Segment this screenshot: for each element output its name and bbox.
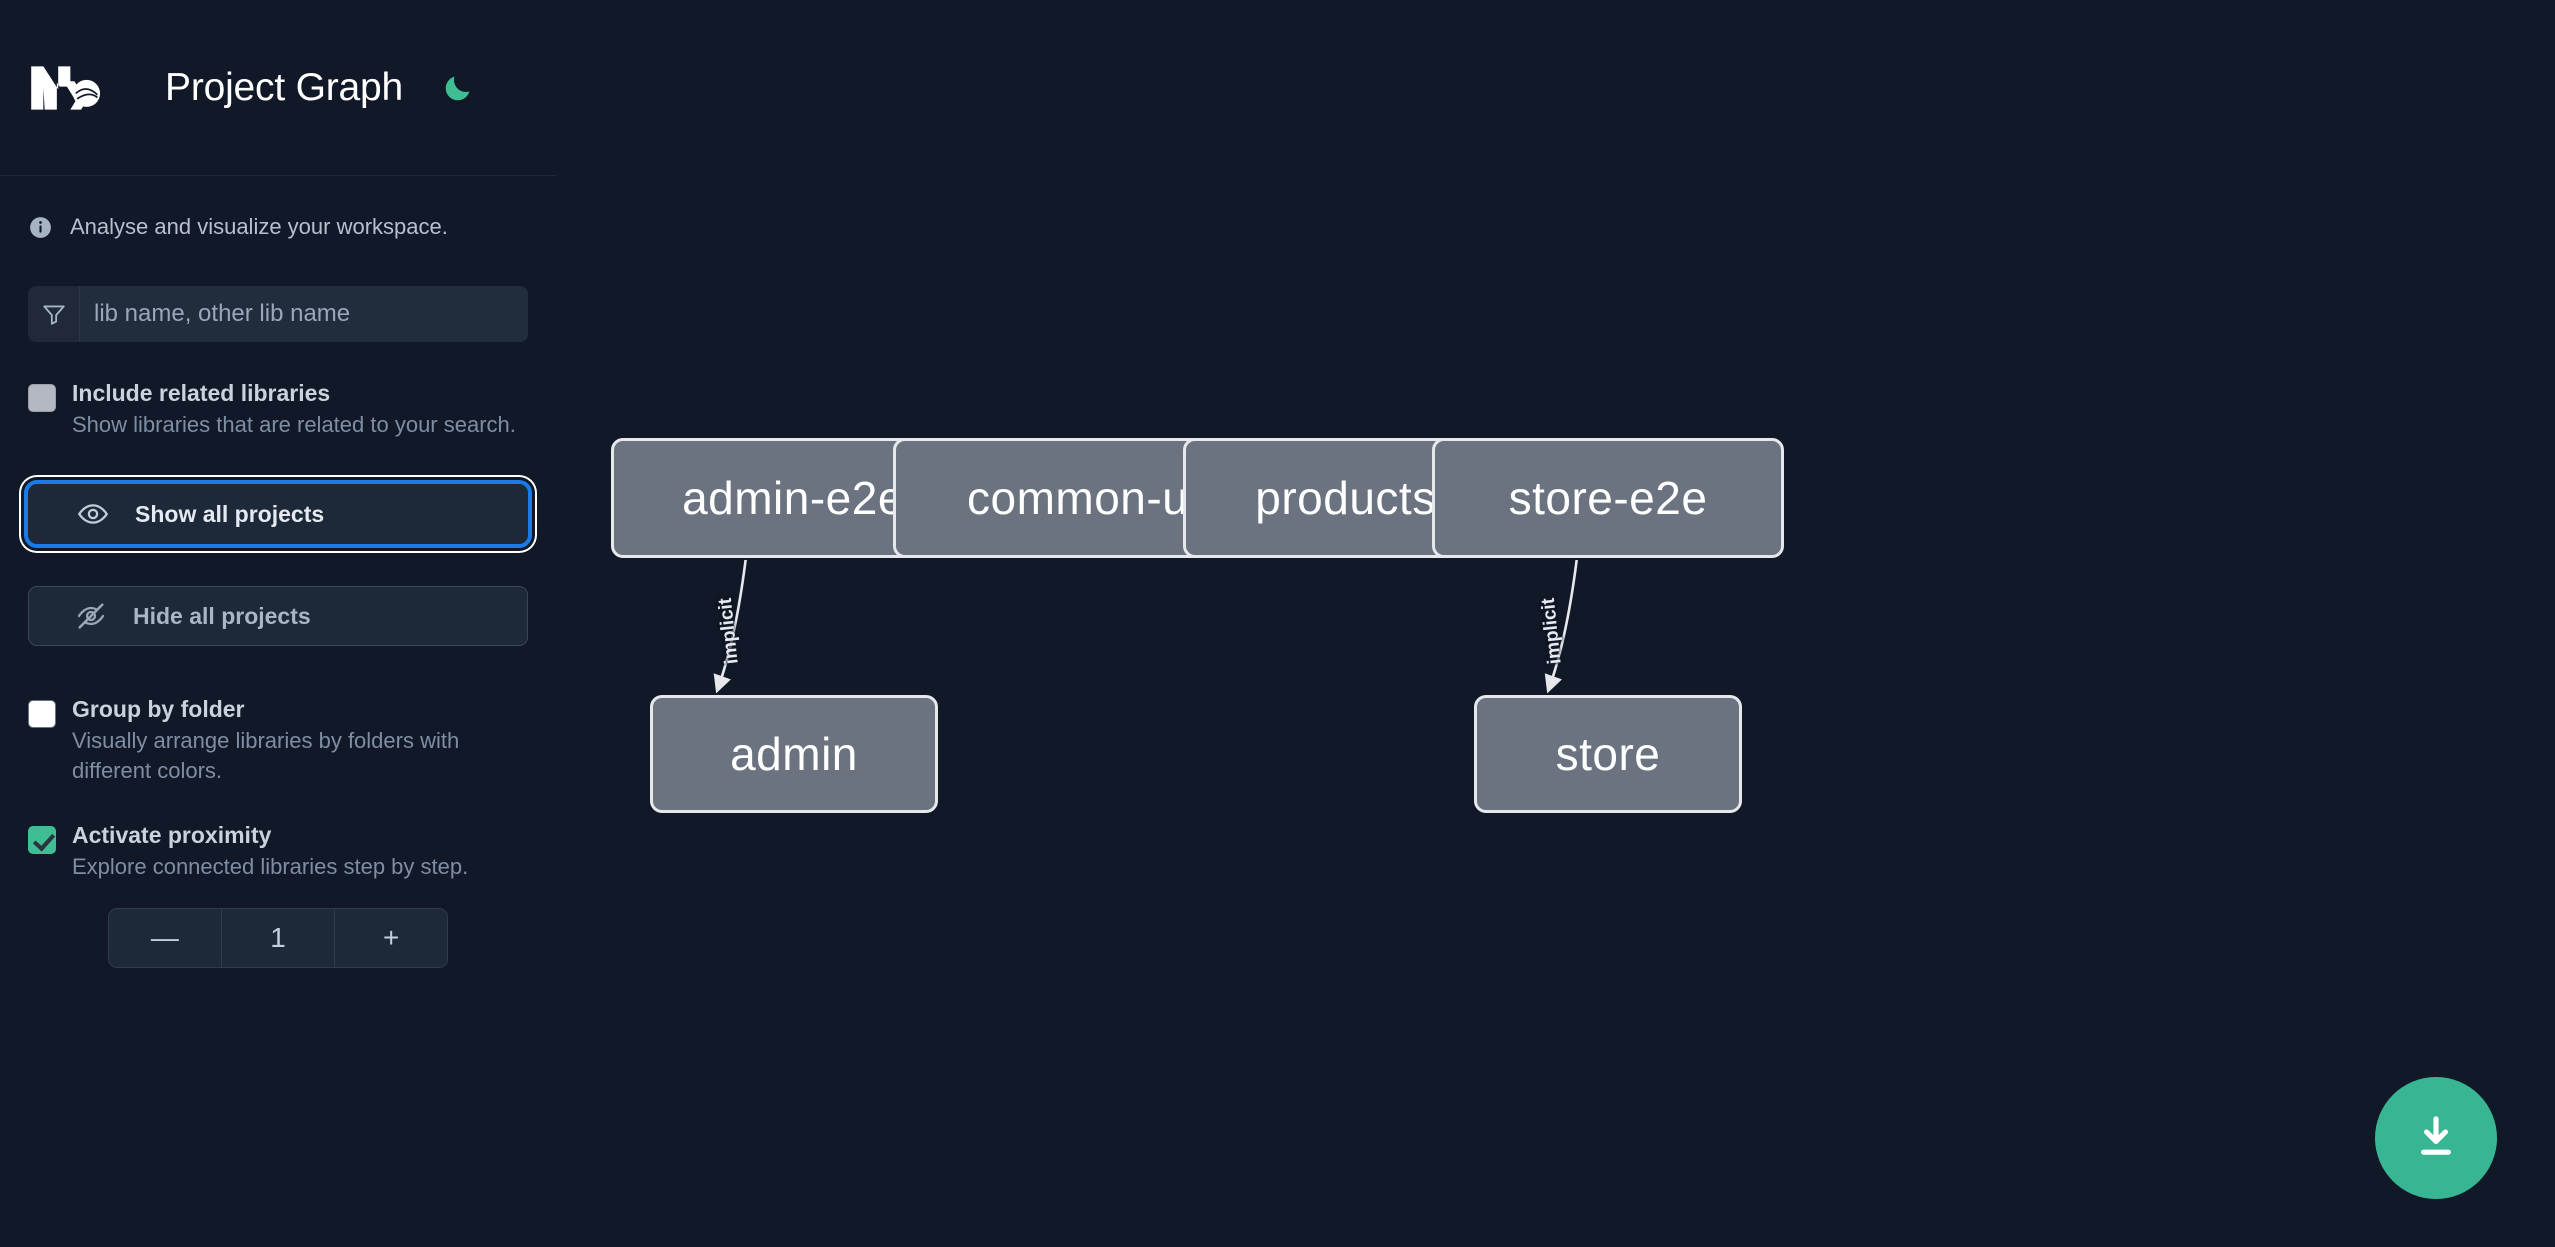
search-input[interactable] <box>80 286 528 342</box>
graph-node-admin[interactable]: admin <box>650 695 938 813</box>
graph-node-store-e2e[interactable]: store-e2e <box>1432 438 1784 558</box>
tagline-row: Analyse and visualize your workspace. <box>0 176 556 240</box>
sidebar-header: Project Graph <box>0 0 556 176</box>
activate-proximity-description: Explore connected libraries step by step… <box>72 854 469 879</box>
graph-canvas[interactable]: implicit implicit admin-e2e common-ui pr… <box>556 0 2555 1247</box>
show-all-projects-button[interactable]: Show all projects <box>24 480 532 548</box>
include-related-libraries-label: Include related libraries <box>72 380 331 406</box>
eye-off-icon <box>77 603 105 629</box>
activate-proximity-label: Activate proximity <box>72 822 272 848</box>
info-icon <box>30 216 51 238</box>
hide-all-projects-button[interactable]: Hide all projects <box>28 586 528 646</box>
include-related-libraries-description: Show libraries that are related to your … <box>72 412 516 437</box>
tagline-text: Analyse and visualize your workspace. <box>70 214 448 239</box>
eye-icon <box>77 504 109 524</box>
projects-buttons: Show all projects Hide all projects <box>0 440 556 646</box>
option-include-related-libraries: Include related libraries Show libraries… <box>0 342 556 440</box>
proximity-increment-button[interactable]: + <box>334 909 447 967</box>
edge-label-store: implicit <box>1537 596 1566 666</box>
option-group-by-folder: Group by folder Visually arrange librari… <box>0 646 556 786</box>
page-title: Project Graph <box>165 65 404 109</box>
group-by-folder-checkbox[interactable] <box>28 700 56 728</box>
hide-all-projects-label: Hide all projects <box>133 602 311 629</box>
sidebar-body: Analyse and visualize your workspace. In… <box>0 176 556 968</box>
download-icon <box>2421 1116 2451 1155</box>
show-all-projects-label: Show all projects <box>135 500 325 527</box>
proximity-decrement-button[interactable]: — <box>109 909 222 967</box>
filter-box <box>28 286 528 342</box>
edge-label-admin: implicit <box>714 596 743 666</box>
proximity-stepper: — 1 + <box>108 908 448 968</box>
moon-icon[interactable] <box>441 71 475 105</box>
download-button[interactable] <box>2375 1077 2497 1199</box>
sidebar: Project Graph Analyse and visualize your… <box>0 0 573 1247</box>
funnel-icon <box>28 286 80 342</box>
graph-node-store[interactable]: store <box>1474 695 1742 813</box>
group-by-folder-description: Visually arrange libraries by folders wi… <box>72 728 460 783</box>
group-by-folder-label: Group by folder <box>72 696 245 722</box>
include-related-libraries-checkbox[interactable] <box>28 384 56 412</box>
option-activate-proximity: Activate proximity Explore connected lib… <box>0 786 556 882</box>
filter-row <box>0 240 556 342</box>
nx-logo-icon <box>31 65 101 110</box>
proximity-stepper-wrap: — 1 + <box>0 882 556 968</box>
proximity-value: 1 <box>221 909 335 967</box>
activate-proximity-checkbox[interactable] <box>28 826 56 854</box>
